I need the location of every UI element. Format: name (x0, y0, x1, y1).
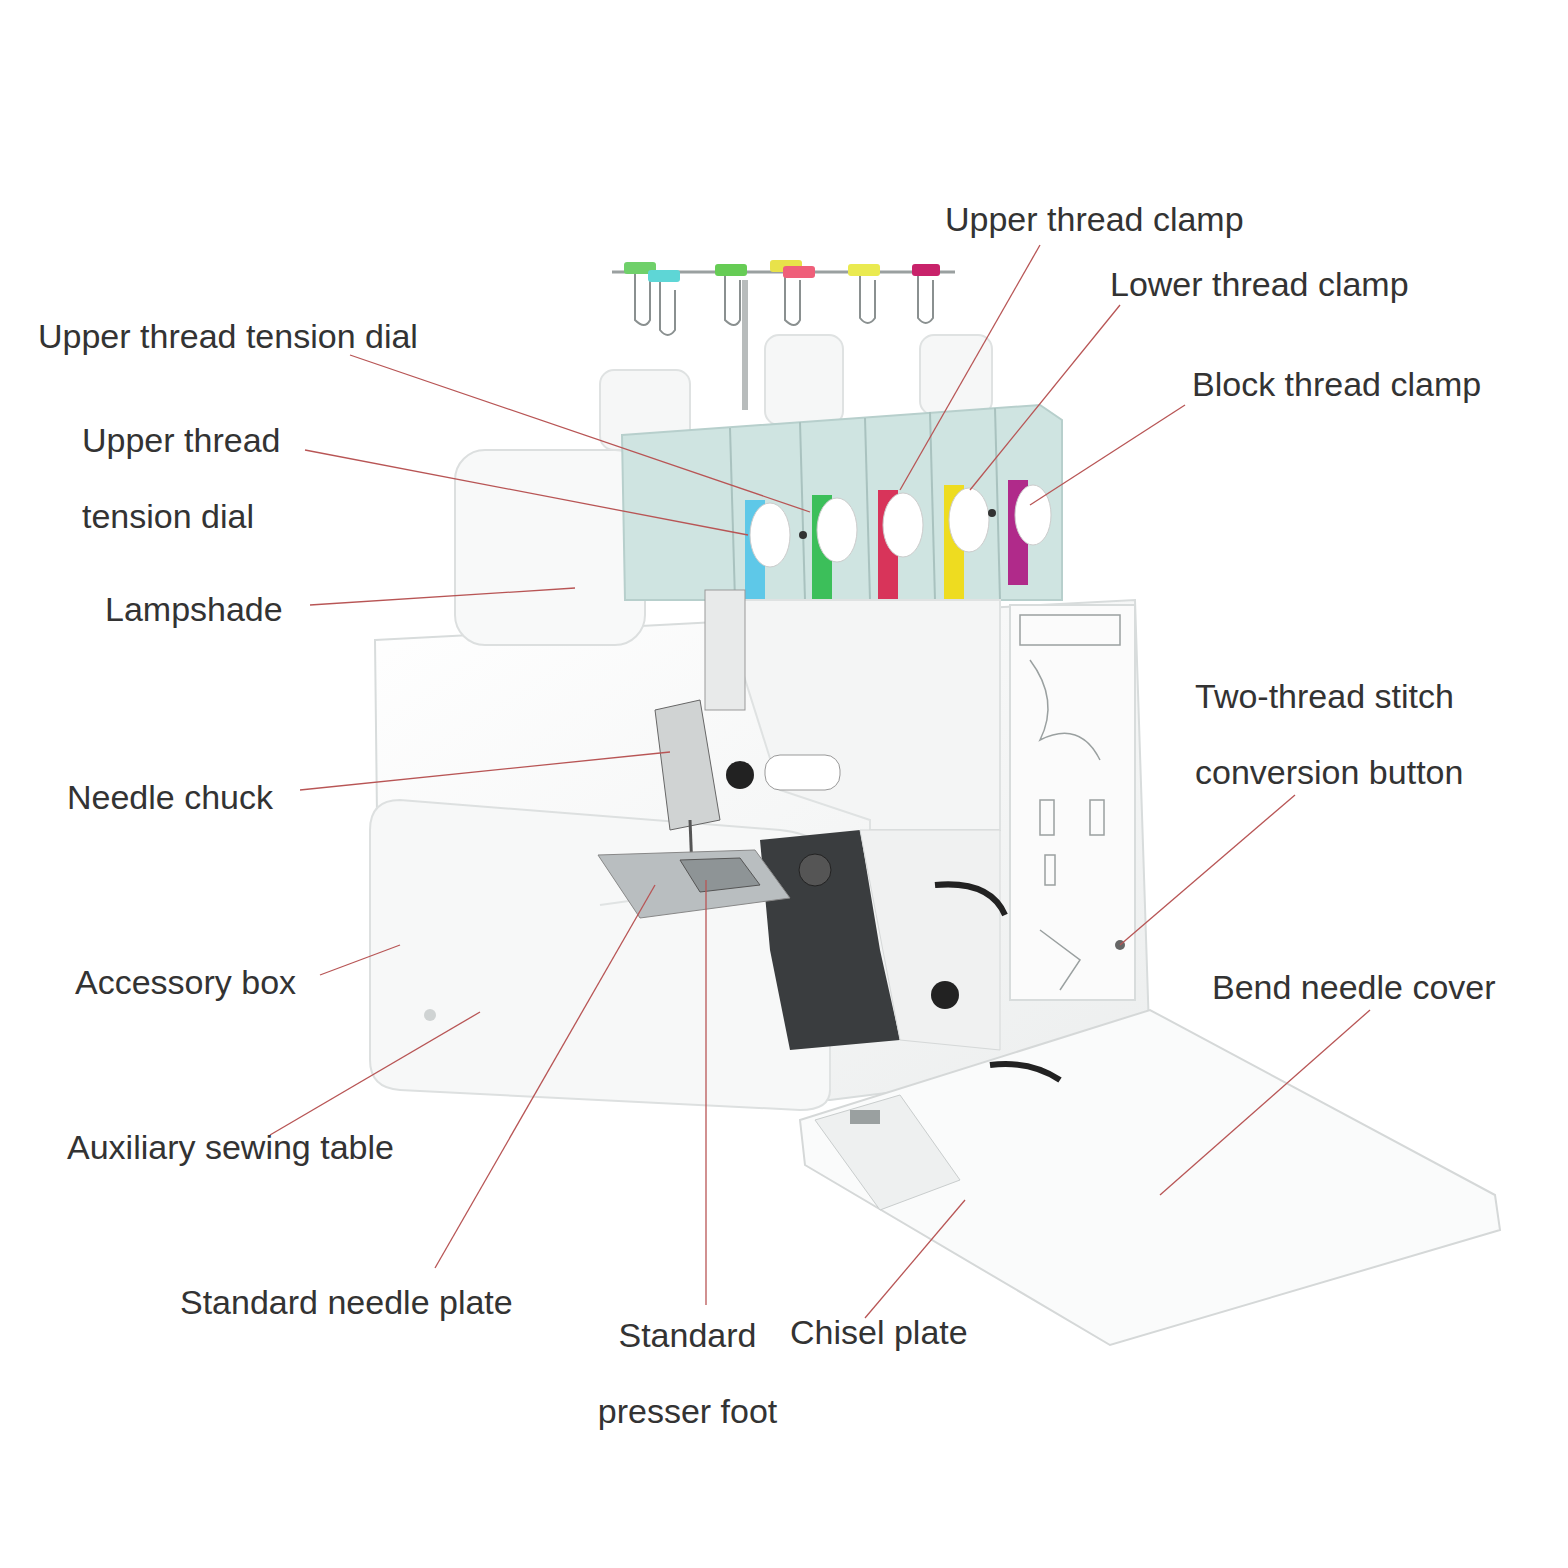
part-label: Auxiliary sewing table (67, 1126, 487, 1168)
instruction-panel (1010, 605, 1135, 1000)
part-label: Upper thread clamp (945, 198, 1365, 240)
part-label: Lower thread clamp (1110, 263, 1530, 305)
instruction-sketches (1020, 615, 1120, 990)
knob (931, 981, 959, 1009)
needle-bar (705, 590, 745, 710)
part-label: Upper thread tension dial (38, 315, 518, 357)
thread-guides (635, 272, 933, 335)
thread-clips (624, 260, 940, 282)
needle-chuck-shape (655, 700, 720, 830)
looper-cover (860, 830, 1000, 1050)
looper-arm (935, 884, 1005, 915)
cable (990, 1064, 1060, 1080)
part-label: Lampshade (105, 588, 365, 630)
part-label: Accessory box (75, 961, 375, 1003)
stand-pole (742, 280, 748, 410)
part-label: Upper thread tension dial (82, 402, 342, 554)
chisel-plate-shape (815, 1095, 960, 1210)
part-label: Chisel plate (790, 1311, 1050, 1353)
part-label: Two-thread stitch conversion button (1195, 658, 1525, 810)
part-label: Block thread clamp (1192, 363, 1562, 405)
tension-panel (622, 405, 1062, 600)
bend-needle-cover-shape (800, 1010, 1500, 1345)
needle-plate-shape (598, 850, 790, 918)
part-label: Needle chuck (67, 776, 367, 818)
spindle (765, 755, 840, 790)
part-label: Bend needle cover (1212, 966, 1552, 1008)
panel-seams (730, 408, 1000, 600)
gear (799, 854, 831, 886)
latch (850, 1110, 880, 1124)
presser-foot-shape (680, 858, 760, 892)
tension-dials (745, 480, 1051, 615)
part-label: Standard needle plate (180, 1281, 600, 1323)
screw (424, 1009, 436, 1021)
lamp-housing (455, 450, 645, 645)
spindle-knob (726, 761, 754, 789)
part-label: Standard presser foot (575, 1297, 800, 1449)
front-housing (720, 600, 1000, 830)
